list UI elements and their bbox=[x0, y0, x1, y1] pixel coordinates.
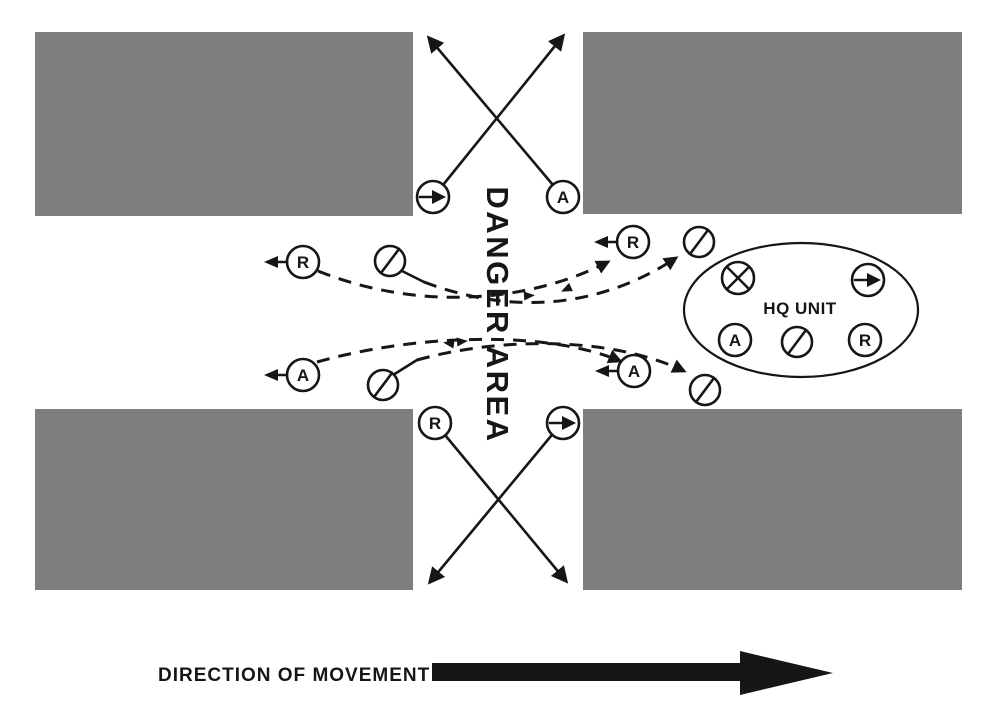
circle-r-letter: R bbox=[297, 253, 309, 272]
route-stub-lower-left bbox=[391, 358, 419, 377]
symbol-circle-slash-lower-right bbox=[688, 373, 722, 407]
route-chevron-left-lower bbox=[443, 339, 455, 349]
surveillance-arrow-top-right bbox=[441, 33, 566, 187]
slash-stroke bbox=[688, 228, 710, 256]
route-chevron-right-upper bbox=[523, 291, 535, 301]
movement-routes bbox=[316, 256, 687, 377]
route-lower-inner bbox=[316, 337, 623, 364]
facing-arrow-head bbox=[594, 236, 608, 248]
circle-a-letter: A bbox=[557, 188, 569, 207]
circle-r-letter: R bbox=[627, 233, 639, 252]
symbol-circle-r-right: R bbox=[594, 224, 651, 260]
circle-r-letter: R bbox=[429, 414, 441, 433]
point-arrow-head bbox=[432, 190, 446, 204]
terrain-block-top-right bbox=[583, 32, 962, 214]
direction-of-movement-label: DIRECTION OF MOVEMENT bbox=[158, 665, 430, 686]
x-stroke-2 bbox=[725, 265, 751, 291]
symbol-circle-a-left: A bbox=[264, 357, 321, 393]
surveillance-arrow-top-left bbox=[426, 35, 555, 187]
circle-a-letter: A bbox=[729, 331, 741, 350]
route-chevron-left-upper bbox=[561, 282, 573, 292]
circle-r-icon bbox=[847, 322, 883, 358]
circle-a-letter: A bbox=[628, 362, 640, 381]
facing-arrow-head bbox=[595, 365, 609, 377]
circle-a-icon bbox=[717, 322, 753, 358]
circle-r-icon bbox=[417, 405, 453, 441]
symbol-point-circle-hq bbox=[850, 262, 886, 298]
symbol-circle-x-hq bbox=[720, 260, 756, 296]
symbol-circle-a-right: A bbox=[595, 353, 652, 389]
circle-r-letter: R bbox=[859, 331, 871, 350]
point-arrow-head bbox=[562, 416, 576, 430]
route-stub-upper-left bbox=[398, 268, 426, 284]
crossing-arrows-bottom bbox=[427, 433, 569, 585]
symbol-circle-r-botx: R bbox=[417, 405, 453, 441]
terrain-block-top-left bbox=[35, 32, 413, 216]
symbol-circle-slash-hq bbox=[780, 325, 814, 359]
facing-arrow-head bbox=[264, 256, 278, 268]
symbol-circle-a-topx: A bbox=[545, 179, 581, 215]
slash-stroke bbox=[786, 328, 808, 356]
direction-of-movement-group: DIRECTION OF MOVEMENT bbox=[158, 651, 833, 695]
route-upper-inner bbox=[317, 260, 611, 299]
symbol-circle-slash-upper-right bbox=[682, 225, 716, 259]
symbol-circle-r-hq: R bbox=[847, 322, 883, 358]
surveillance-arrow-bottom-left bbox=[427, 434, 553, 585]
symbol-point-circle-topx bbox=[415, 179, 451, 215]
circle-a-icon bbox=[545, 179, 581, 215]
slash-stroke bbox=[372, 371, 394, 399]
direction-arrow bbox=[432, 651, 833, 695]
terrain-block-bottom-right bbox=[583, 409, 962, 590]
crossing-arrows-top bbox=[426, 33, 566, 187]
facing-arrow-head bbox=[264, 369, 278, 381]
symbol-circle-a-hq: A bbox=[717, 322, 753, 358]
symbol-point-circle-botx bbox=[545, 405, 581, 441]
symbol-circle-slash-lower-left bbox=[366, 368, 400, 402]
hq-unit-label: HQ UNIT bbox=[763, 299, 837, 318]
surveillance-arrow-bottom-right bbox=[443, 433, 569, 584]
terrain-block-bottom-left bbox=[35, 409, 413, 590]
route-chevron-right-lower bbox=[456, 337, 468, 347]
route-upper-outer bbox=[423, 256, 679, 305]
slash-stroke bbox=[694, 376, 716, 404]
route-lower-outer bbox=[416, 342, 687, 373]
symbol-circle-slash-upper-left bbox=[373, 244, 407, 278]
hq-unit-boundary bbox=[682, 241, 920, 379]
symbol-circle-r-left: R bbox=[264, 244, 321, 280]
hq-unit-group: HQ UNIT A R bbox=[682, 241, 920, 379]
point-arrow-head bbox=[867, 273, 881, 287]
danger-area-label: DANGER AREA bbox=[480, 186, 515, 443]
slash-stroke bbox=[379, 247, 401, 275]
circle-a-letter: A bbox=[297, 366, 309, 385]
